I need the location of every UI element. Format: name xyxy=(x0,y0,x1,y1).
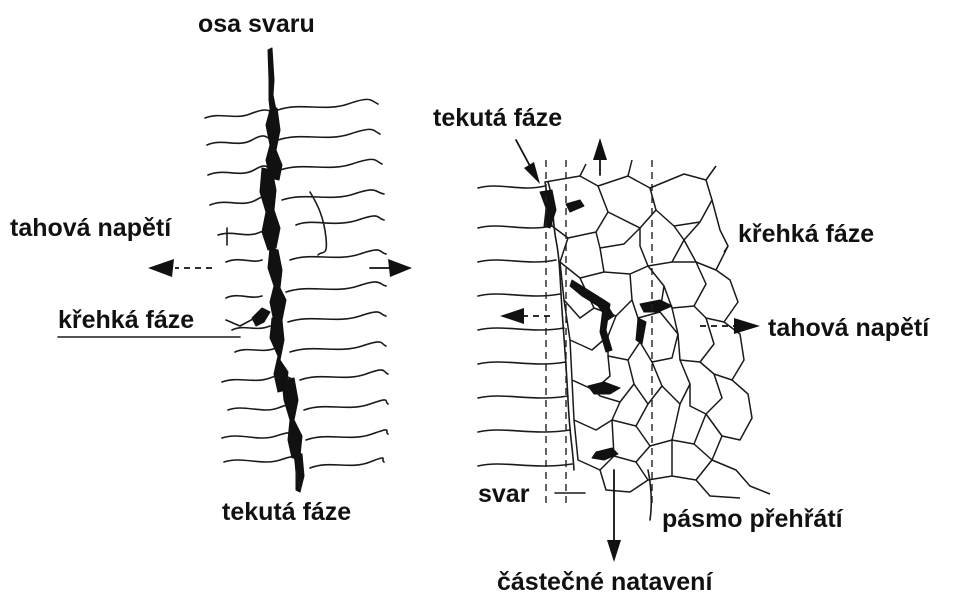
leader-liquid-top-head xyxy=(524,162,540,184)
grain-boundary-cracks xyxy=(540,190,672,460)
label-liquid-top: tekutá fáze xyxy=(433,104,562,132)
label-liquid-bottom: tekutá fáze xyxy=(222,498,351,526)
label-tensile-right: tahová napětí xyxy=(768,314,930,342)
weld-axis-crack xyxy=(252,48,310,492)
label-brittle-right: křehká fáze xyxy=(738,220,874,248)
arrow-up-head xyxy=(593,138,607,160)
leader-brittle-left xyxy=(226,318,255,326)
arrow-right-head-right xyxy=(734,318,760,334)
leader-liquid-top xyxy=(516,140,530,166)
left-weld-cross-section xyxy=(58,48,412,492)
arrow-right-head xyxy=(388,259,412,277)
label-weld: svar xyxy=(478,480,530,508)
label-weld-axis: osa svaru xyxy=(198,10,315,38)
label-partial-melting: částečné natavení xyxy=(497,568,713,593)
left-grain-lines-left xyxy=(205,110,296,462)
weld-columnar-lines xyxy=(478,182,574,470)
arrow-left-head-right xyxy=(500,308,524,324)
label-tensile-left: tahová napětí xyxy=(10,214,172,242)
arrow-left-head xyxy=(148,259,174,277)
arrow-down-head xyxy=(607,540,621,562)
leader-overheat xyxy=(648,470,651,520)
label-brittle-left: křehká fáze xyxy=(58,306,194,334)
label-overheat-zone: pásmo přehřátí xyxy=(662,505,844,533)
right-arrows xyxy=(500,138,760,562)
